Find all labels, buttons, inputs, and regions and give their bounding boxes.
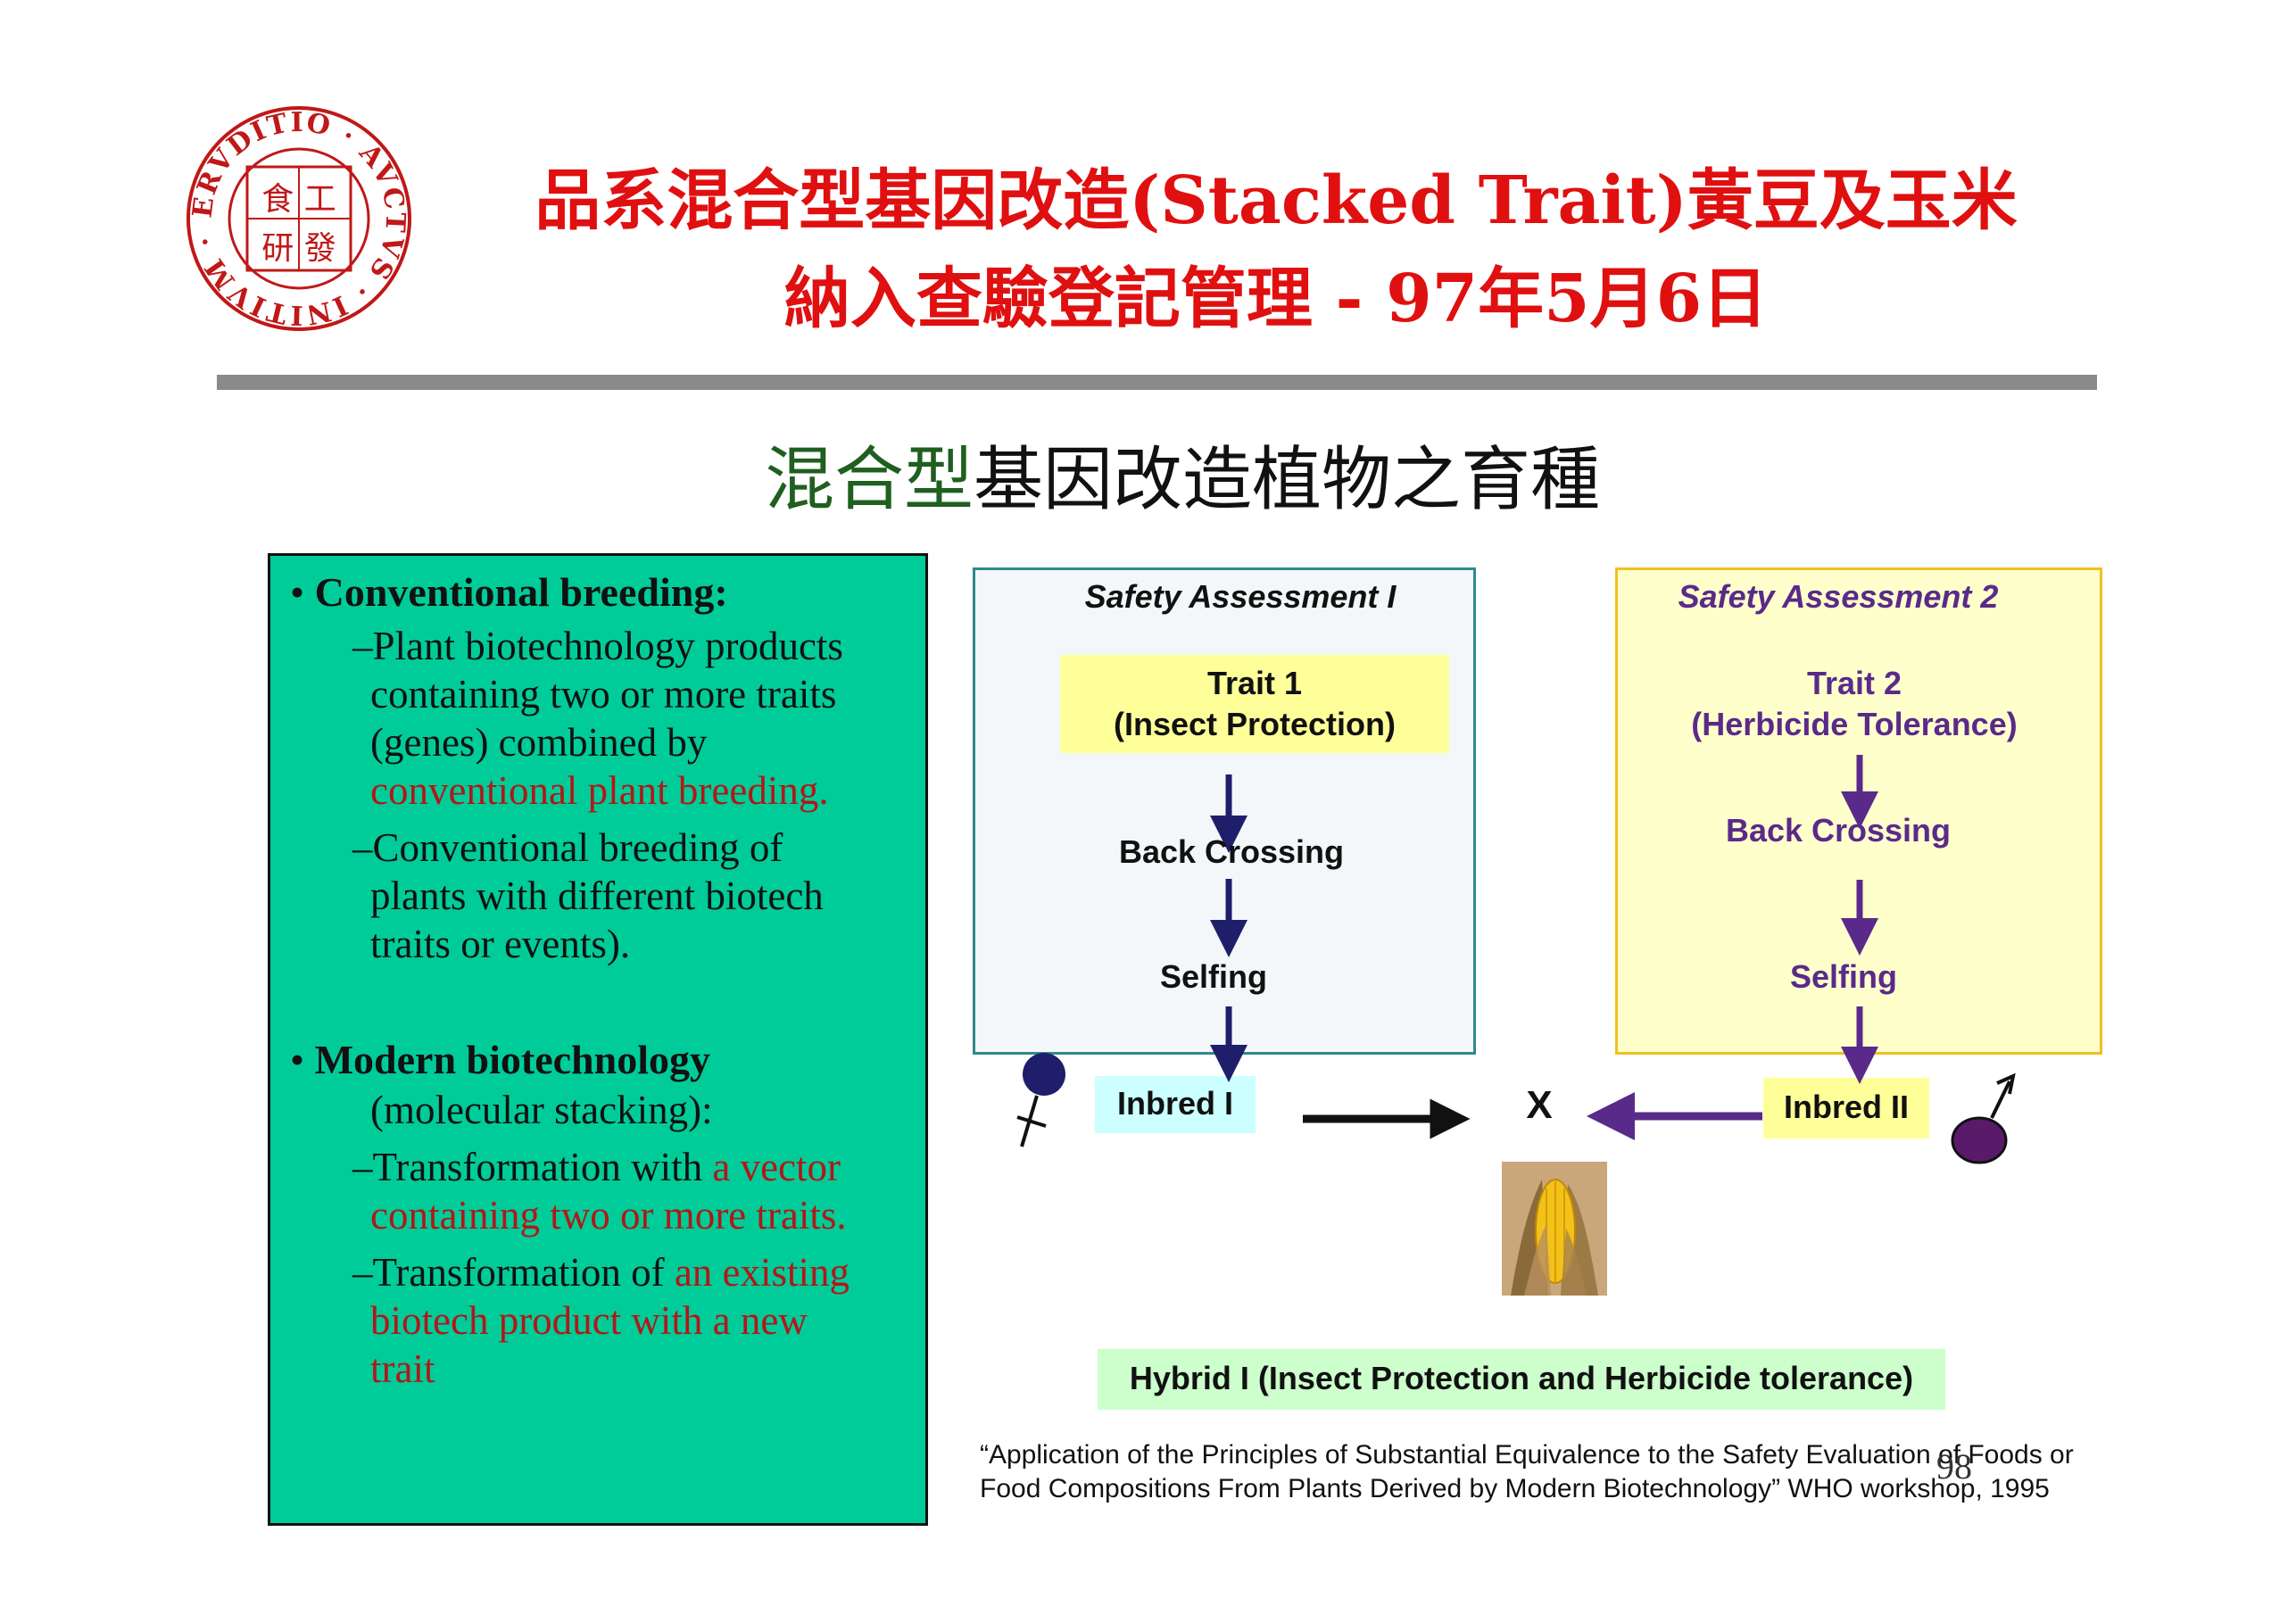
bullet-modern: • Modern biotechnology	[290, 1037, 710, 1082]
breeding-methods-panel: • Conventional breeding: –Plant biotechn…	[268, 553, 928, 1526]
female-symbol-icon	[1016, 1053, 1065, 1147]
bullet-conventional-title: Conventional breeding:	[314, 569, 728, 615]
item4-line3: trait	[370, 1346, 435, 1391]
inbred2-box	[1763, 1078, 1929, 1139]
item3-line2: containing two or more traits.	[370, 1193, 847, 1238]
trait2-line1: Trait 2	[1806, 665, 1902, 701]
trait2-box	[1665, 655, 2043, 753]
trait1-line2: (Insect Protection)	[1113, 706, 1397, 742]
safety-assessment-1-title: Safety Assessment I	[1084, 578, 1397, 615]
subtitle-green-part: 混合型	[764, 440, 974, 520]
page-title-line1: 品系混合型基因改造(Stacked Trait)黃豆及玉米	[535, 162, 2018, 239]
item1-line1: –Plant biotechnology products	[352, 624, 843, 668]
inbred1-box	[1095, 1076, 1256, 1133]
trait2-line2: (Herbicide Tolerance)	[1691, 706, 2018, 742]
svg-text:研 發: 研 發	[261, 230, 336, 267]
hybrid-box	[1098, 1349, 1945, 1410]
item3-prefix: –Transformation with	[352, 1145, 713, 1189]
item4-prefix: –Transformation of	[352, 1250, 675, 1295]
bullet-modern-sub: (molecular stacking):	[370, 1088, 713, 1132]
safety-assessment-2-title: Safety Assessment 2	[1678, 578, 1999, 615]
hybrid-label: Hybrid I (Insect Protection and Herbicid…	[1129, 1360, 1914, 1396]
citation: “Application of the Principles of Substa…	[980, 1438, 2122, 1506]
inbred1-label: Inbred I	[1116, 1085, 1233, 1122]
slide-subtitle: 混合型基因改造植物之育種	[535, 437, 1829, 523]
inbred2-label: Inbred II	[1783, 1089, 1909, 1125]
item1-line4: conventional plant breeding.	[370, 768, 829, 813]
back-crossing-left: Back Crossing	[1118, 833, 1345, 870]
item4-line2: biotech product with a new	[370, 1298, 808, 1343]
citation-line2: Food Compositions From Plants Derived by…	[980, 1474, 2050, 1503]
safety-assessment-1-box	[973, 567, 1476, 1055]
selfing-right: Selfing	[1789, 958, 1897, 995]
item2-line1: –Conventional breeding of	[352, 825, 783, 870]
subtitle-rest-part: 基因改造植物之育種	[974, 440, 1601, 520]
institute-seal-logo: ERVDITIO · AVCTVS · INITIVM · MCMLXV 食 工…	[167, 79, 415, 335]
page-number: 98	[1936, 1446, 1972, 1486]
item3-red1: a vector	[712, 1145, 841, 1189]
item1-line2: containing two or more traits	[370, 672, 837, 716]
item2-line2: plants with different biotech	[370, 874, 824, 918]
back-crossing-right: Back Crossing	[1725, 812, 1952, 849]
item4-line1: –Transformation of an existing	[352, 1248, 850, 1296]
corn-cob-image	[1502, 1162, 1607, 1296]
male-symbol-icon	[1951, 1072, 2016, 1164]
bullet-conventional: • Conventional breeding:	[290, 569, 728, 615]
citation-line1: “Application of the Principles of Substa…	[980, 1440, 2074, 1470]
item4-red1: an existing	[674, 1250, 850, 1295]
item1-line3: (genes) combined by	[370, 720, 708, 765]
svg-text:食 工: 食 工	[261, 181, 336, 218]
item3-line1: –Transformation with a vector	[352, 1143, 841, 1191]
cross-symbol: X	[1526, 1083, 1553, 1127]
page-title-line2: 納入查驗登記管理 - 97年5月6日	[783, 261, 1769, 337]
trait1-box	[1060, 655, 1449, 753]
bullet-modern-title: Modern biotechnology	[314, 1037, 710, 1082]
header-divider	[217, 375, 2097, 390]
selfing-left: Selfing	[1159, 958, 1267, 995]
item2-line3: traits or events).	[370, 922, 631, 966]
trait1-line1: Trait 1	[1206, 665, 1303, 701]
